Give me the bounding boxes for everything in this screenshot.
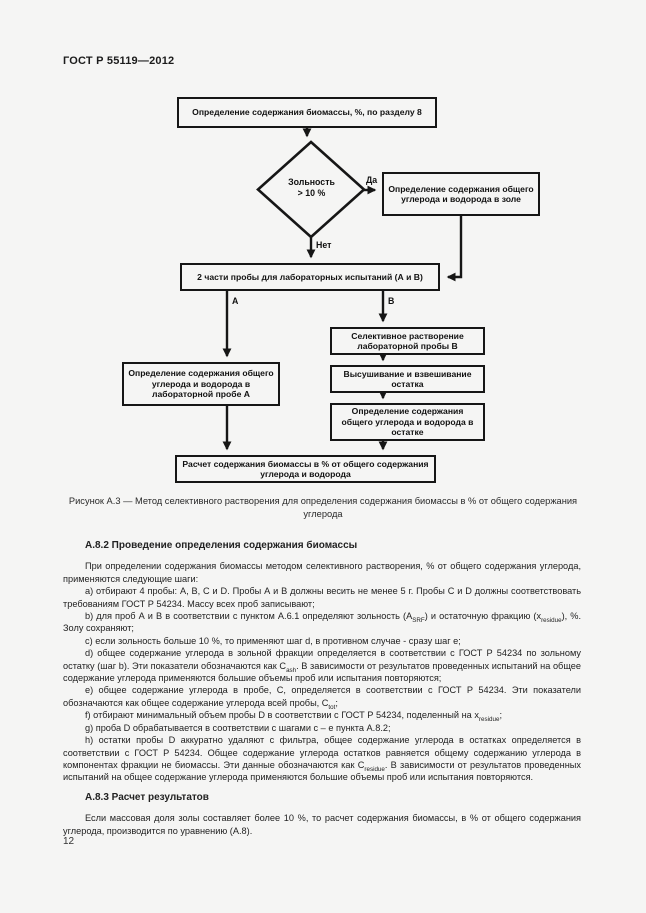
paragraph-step-a: а) отбирают 4 пробы: А, В, С и D. Пробы … (63, 586, 581, 609)
box-two-sample-parts: 2 части пробы для лабораторных испытаний… (180, 263, 440, 291)
paragraph-step-f: f) отбирают минимальный объем пробы D в … (85, 710, 502, 724)
label-branch-b: В (388, 296, 395, 306)
section-heading-a83: А.8.3 Расчет результатов (85, 791, 209, 803)
box-carbon-hydrogen-residue: Определение содержания общего углерода и… (330, 403, 485, 441)
page-header: ГОСТ Р 55119—2012 (63, 55, 175, 67)
box-carbon-hydrogen-sample-a: Определение содержания общего углерода и… (122, 362, 280, 406)
label-no: Нет (316, 240, 332, 250)
page-number: 12 (63, 836, 75, 847)
box-carbon-hydrogen-ash: Определение содержания общего углерода и… (382, 172, 540, 216)
label-yes: Да (366, 175, 378, 185)
section-heading-a82: А.8.2 Проведение определения содержания … (85, 540, 358, 551)
flowchart-start-box: Определение содержания биомассы, %, по р… (177, 97, 437, 128)
paragraph-step-h: h) остатки пробы D аккуратно удаляют с ф… (63, 735, 581, 783)
paragraph-intro: При определении содержания биомассы мето… (63, 561, 581, 584)
connector-lines (222, 128, 463, 451)
box-selective-dissolution: Селективное растворение лабораторной про… (330, 327, 485, 355)
paragraph-a83: Если массовая доля золы составляет более… (63, 813, 581, 836)
flowchart-connectors (222, 128, 463, 451)
label-branch-a: А (232, 296, 239, 306)
paragraph-step-e: е) общее содержание углерода в пробе, С,… (63, 685, 581, 711)
paragraph-step-d: d) общее содержание углерода в зольной ф… (63, 648, 581, 684)
figure-caption: Рисунок А.3 — Метод селективного раствор… (68, 496, 578, 519)
box-drying-weighing: Высушивание и взвешивание остатка (330, 365, 485, 393)
paragraph-step-g: g) проба D обрабатывается в соответствии… (85, 722, 391, 733)
box-biomass-calculation: Расчет содержания биомассы в % от общего… (175, 455, 436, 483)
paragraph-step-c: с) если зольность больше 10 %, то примен… (85, 635, 461, 646)
decision-diamond-shape (256, 140, 366, 239)
body-text: А.8.2 Проведение определения содержания … (63, 540, 581, 837)
flowchart: Определение содержания биомассы, %, по р… (122, 97, 540, 483)
decision-label: Зольность > 10 % (288, 177, 335, 198)
paragraph-step-b: b) для проб А и В в соответствии с пункт… (63, 611, 581, 634)
